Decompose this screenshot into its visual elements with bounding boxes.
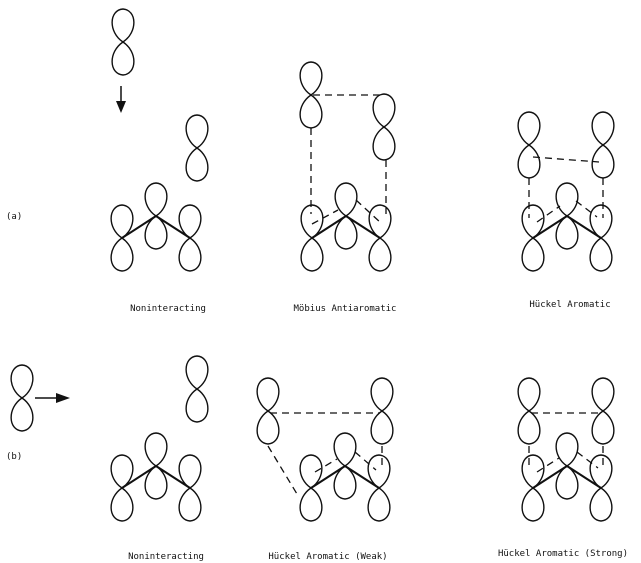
panel-a-huckel: Hückel Aromatic (517, 111, 615, 310)
arrowhead-right (56, 393, 70, 403)
caption-a-2: Möbius Antiaromatic (294, 304, 397, 314)
approaching-orbital (10, 364, 34, 432)
orbital-top-left (517, 111, 541, 179)
allyl-fragment (300, 433, 390, 521)
orbital-top-right (591, 377, 615, 445)
allyl-fragment (522, 433, 612, 521)
row-b-label: (b) (6, 452, 22, 462)
arrowhead-down (116, 101, 126, 113)
interaction-diag-right (355, 199, 382, 224)
interaction-left-diag (267, 445, 298, 495)
orbital-top-right (370, 377, 394, 445)
interaction-diag-right (576, 451, 599, 469)
orbital-top-right (591, 111, 615, 179)
orbital-upper-right (185, 114, 209, 182)
panel-a-noninteracting: Noninteracting (111, 8, 209, 314)
interaction-diag-left (536, 457, 560, 473)
panel-a-mobius: Möbius Antiaromatic (294, 61, 397, 314)
interaction-diag-left (536, 205, 561, 223)
allyl-fragment (522, 183, 612, 271)
allyl-fragment (111, 183, 201, 271)
orbital-top-left (256, 377, 280, 445)
caption-b-2: Hückel Aromatic (Weak) (268, 552, 387, 562)
panel-b-noninteracting: Noninteracting (10, 355, 209, 562)
caption-a-3: Hückel Aromatic (529, 300, 610, 310)
allyl-fragment (301, 183, 391, 271)
allyl-fragment (111, 433, 201, 521)
caption-b-3: Hückel Aromatic (Strong) (498, 549, 628, 559)
interaction-diag-left (314, 458, 338, 473)
interaction-top (532, 156, 600, 163)
orbital-top-right (372, 93, 396, 161)
interaction-diag-right (575, 200, 598, 218)
panel-b-huckel-weak: Hückel Aromatic (Weak) (256, 377, 394, 562)
interaction-diag-left (311, 209, 339, 225)
caption-b-1: Noninteracting (128, 552, 204, 562)
panel-b-huckel-strong: Hückel Aromatic (Strong) (498, 377, 628, 559)
row-a-label: (a) (6, 212, 22, 222)
interaction-diag-right (354, 451, 377, 471)
approaching-orbital (111, 8, 135, 76)
orbital-top-left (517, 377, 541, 445)
caption-a-1: Noninteracting (130, 304, 206, 314)
orbital-upper-right (185, 355, 209, 423)
